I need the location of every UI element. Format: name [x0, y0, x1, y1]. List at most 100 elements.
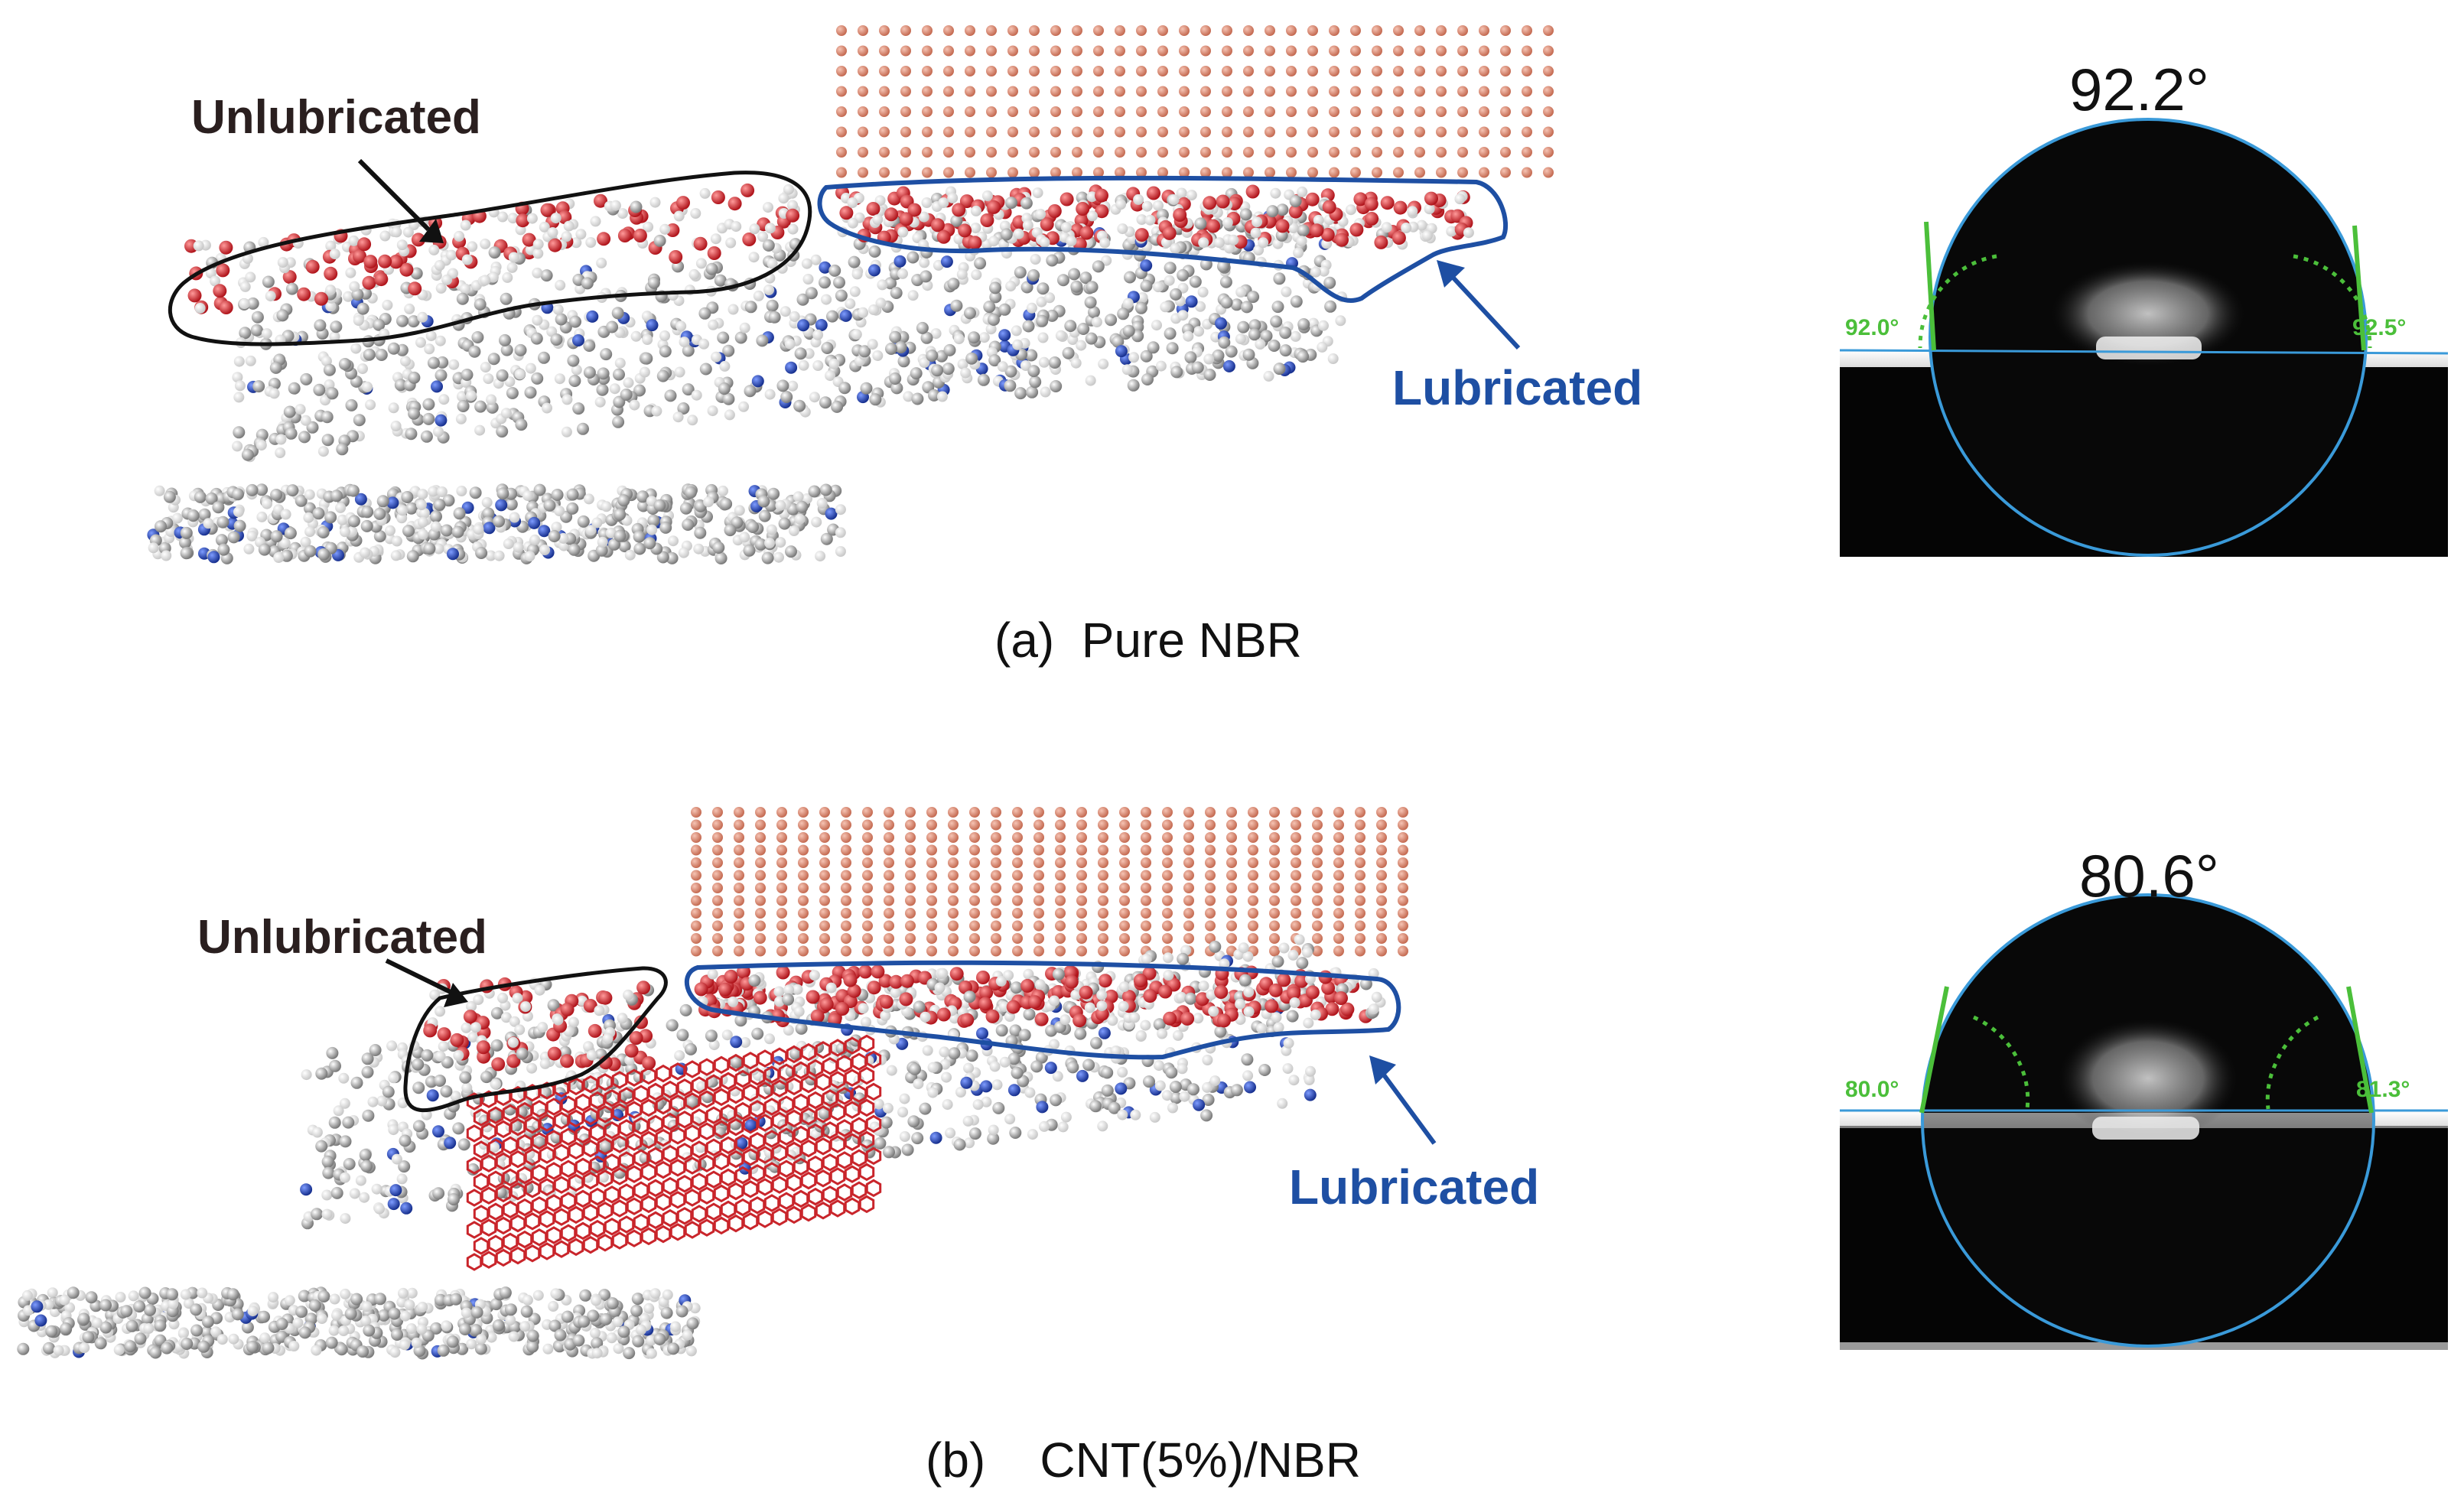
hydrogen-atom [1153, 281, 1164, 293]
cnt-ring [589, 1187, 606, 1206]
oxygen-atom [324, 266, 338, 281]
panel-b-carbon-nanotube [466, 1034, 882, 1271]
oxygen-atom [363, 255, 378, 269]
cnt-ring [473, 1108, 490, 1127]
iron-atom [943, 106, 954, 117]
iron-atom [1033, 883, 1044, 893]
hydrogen-atom [473, 994, 484, 1006]
cnt-ring [705, 1138, 722, 1156]
iron-atom [1012, 908, 1023, 919]
cnt-ring [618, 1215, 635, 1234]
cnt-ring [807, 1187, 824, 1206]
carbon-atom [778, 517, 791, 530]
hydrogen-atom [1086, 191, 1098, 203]
oxygen-atom [1321, 981, 1336, 995]
iron-atom [841, 895, 851, 906]
hydrogen-atom [417, 516, 428, 528]
hydrogen-atom [971, 205, 981, 216]
iron-atom [991, 857, 1001, 868]
carbon-atom [1147, 341, 1160, 354]
cnt-ring [734, 1198, 751, 1217]
cnt-ring [844, 1165, 861, 1183]
iron-atom [1543, 25, 1554, 36]
iron-atom [1162, 819, 1173, 831]
cnt-ring [858, 1163, 875, 1182]
carbon-atom [679, 1003, 692, 1016]
iron-atom [1115, 45, 1125, 57]
iron-atom [712, 819, 723, 831]
hydrogen-atom [767, 258, 778, 269]
carbon-atom [819, 396, 832, 409]
carbon-atom [388, 1307, 401, 1320]
hydrogen-atom [708, 1039, 720, 1051]
iron-atom [712, 807, 723, 818]
carbon-atom [321, 1155, 334, 1168]
carbon-atom [442, 494, 455, 507]
iron-atom [819, 908, 830, 919]
cnt-ring [531, 1164, 548, 1182]
hydrogen-atom [321, 356, 332, 367]
carbon-atom [901, 1143, 914, 1156]
iron-atom [1500, 86, 1511, 97]
oxygen-atom [1020, 978, 1035, 993]
iron-atom [1012, 807, 1023, 818]
cnt-ring [647, 1082, 664, 1101]
hydrogen-atom [539, 221, 550, 233]
hydrogen-atom [978, 332, 990, 343]
iron-atom [1500, 66, 1511, 76]
iron-atom [1265, 86, 1275, 97]
hydrogen-atom [177, 1328, 189, 1339]
hydrogen-atom [787, 380, 799, 392]
iron-atom [1479, 147, 1489, 158]
carbon-atom [398, 1160, 411, 1173]
carbon-atom [363, 348, 376, 361]
iron-atom [755, 920, 766, 932]
cnt-ring [618, 1119, 635, 1137]
iron-atom [836, 147, 847, 158]
hydrogen-atom [1039, 1120, 1050, 1132]
iron-atom [884, 945, 894, 957]
hydrogen-atom [385, 525, 395, 536]
cnt-ring [829, 1039, 846, 1057]
oxygen-atom [357, 237, 372, 252]
carbon-atom [768, 311, 781, 324]
carbon-atom [1166, 342, 1179, 355]
iron-atom [922, 45, 933, 57]
carbon-atom [471, 331, 484, 343]
carbon-atom [155, 520, 167, 533]
oxygen-atom [1027, 995, 1042, 1010]
iron-atom [943, 126, 954, 138]
hydrogen-atom [1034, 979, 1046, 990]
oxygen-atom [847, 984, 861, 998]
nitrogen-atom [432, 1125, 444, 1138]
cnt-ring [742, 1180, 759, 1198]
iron-atom [862, 832, 873, 843]
carbon-atom [647, 276, 660, 289]
carbon-atom [909, 1062, 921, 1075]
cnt-ring [763, 1162, 780, 1180]
cnt-ring [524, 1212, 541, 1231]
hydrogen-atom [1128, 352, 1140, 363]
hydrogen-atom [273, 552, 285, 563]
carbon-atom [492, 1319, 505, 1332]
iron-atom [841, 933, 851, 944]
panel-b-lubricated-arrowhead [1369, 1055, 1396, 1085]
cnt-ring [771, 1111, 788, 1130]
hydrogen-atom [590, 1328, 601, 1338]
hydrogen-atom [243, 543, 255, 554]
cnt-ring [509, 1214, 526, 1233]
carbon-atom [675, 1305, 688, 1318]
hydrogen-atom [731, 221, 742, 233]
cnt-ring [698, 1122, 715, 1140]
hydrogen-atom [233, 506, 244, 518]
hydrogen-atom [783, 984, 795, 996]
carbon-atom [435, 369, 448, 382]
panel-b-contact-angle-image [1840, 893, 2448, 1350]
hydrogen-atom [1096, 1000, 1108, 1012]
iron-atom [1119, 819, 1130, 831]
carbon-atom [356, 302, 369, 315]
carbon-atom [394, 379, 407, 392]
hydrogen-atom [748, 252, 760, 263]
hydrogen-atom [1161, 1090, 1173, 1101]
carbon-atom [1143, 1075, 1155, 1088]
